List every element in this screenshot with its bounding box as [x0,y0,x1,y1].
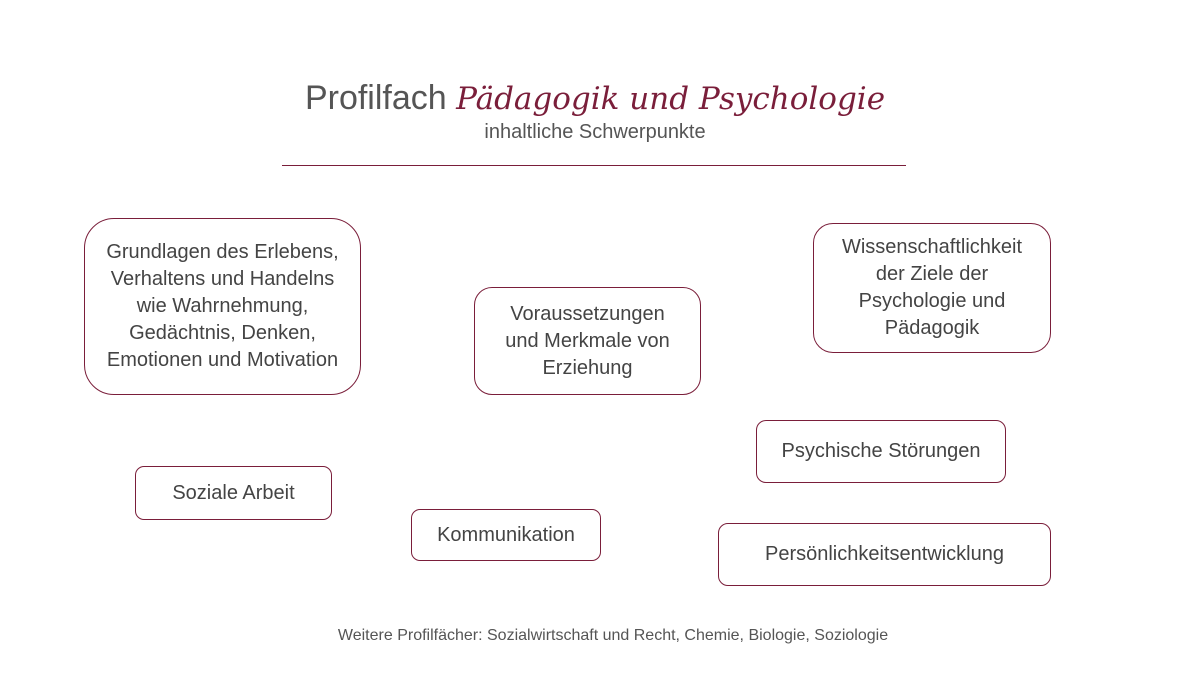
page-title: Profilfach Pädagogik und Psychologie [0,78,1190,119]
title-prefix: Profilfach [304,79,447,117]
topic-box-kommunikation: Kommunikation [411,509,601,561]
topic-box-grundlagen: Grundlagen des Erlebens, Verhaltens und … [84,218,361,395]
topic-box-erziehung: Voraussetzungen und Merkmale von Erziehu… [474,287,701,395]
footer-note: Weitere Profilfächer: Sozialwirtschaft u… [337,627,889,644]
topic-box-psychische-stoerungen: Psychische Störungen [756,420,1006,483]
topic-box-soziale-arbeit: Soziale Arbeit [135,466,332,520]
title-accent: Pädagogik und Psychologie [456,81,886,117]
topic-box-wissenschaftlichkeit: Wissenschaftlichkeit der Ziele der Psych… [813,223,1051,353]
topic-box-persoenlichkeitsentwicklung: Persönlichkeitsentwicklung [718,523,1051,586]
title-divider [282,165,906,166]
page-subtitle: inhaltliche Schwerpunkte [484,121,706,143]
